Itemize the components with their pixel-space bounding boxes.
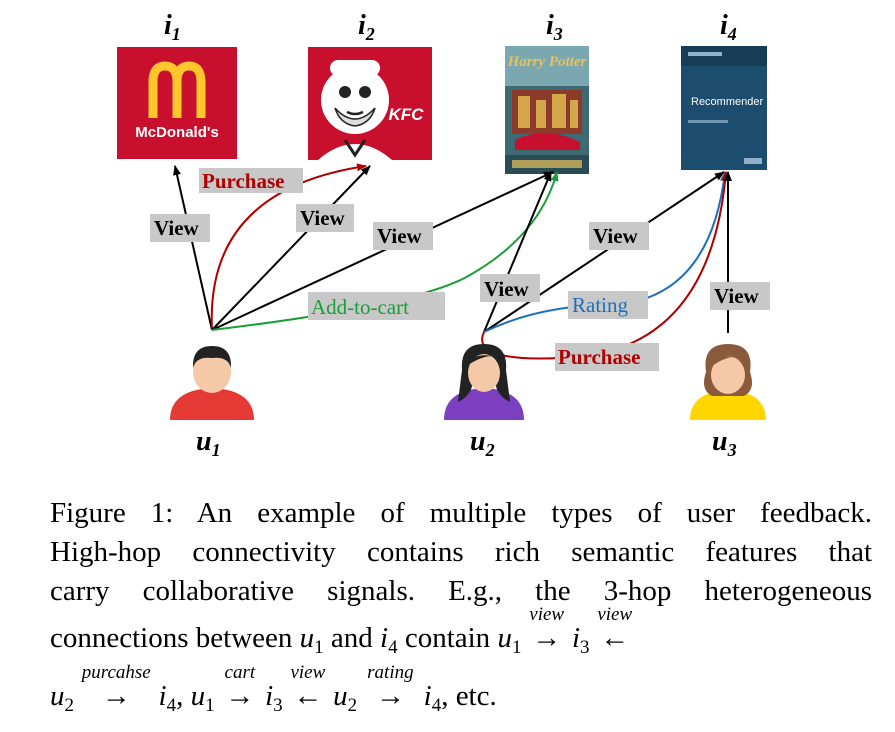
- user-avatar-u2: [444, 344, 524, 420]
- item-label-i1: i1: [164, 10, 181, 44]
- user-avatar-u1: [170, 346, 254, 420]
- kfc-logo: KFC: [308, 47, 432, 160]
- edge-u2-i3-view: [483, 171, 552, 333]
- caption-line-1: Figure 1: An example of multiple types o…: [50, 497, 872, 529]
- item-label-i3: i3: [546, 10, 563, 44]
- caption-line-5: u2 purcahse→ i4, u1 cart→ i3 view← u2 ra…: [50, 662, 497, 716]
- harry-potter-book-cover: Harry Potter: [505, 46, 589, 174]
- edge-u1-i2-view: [211, 165, 371, 331]
- edges: [173, 163, 732, 360]
- edge-u2-i4-view: [483, 171, 725, 333]
- item-label-i2: i2: [358, 10, 375, 44]
- recommender-systems-book-cover: Recommender Systems: [681, 46, 809, 170]
- mcdonalds-logo: McDonald's: [117, 47, 237, 159]
- user-avatar-u3: [690, 344, 766, 420]
- caption-line-4: connections between u1 and i4 contain u1…: [50, 604, 633, 658]
- edge-u1-i3-view: [211, 171, 554, 331]
- user-label-u1: u1: [196, 426, 221, 460]
- caption-line-2: High-hop connectivity contains rich sema…: [50, 536, 872, 568]
- caption-line-3: carry collaborative signals. E.g., the 3…: [50, 575, 872, 607]
- edge-label-view: View: [300, 206, 346, 230]
- edge-u1-i1-view: [173, 165, 213, 331]
- user-label-u3: u3: [712, 426, 737, 460]
- edge-label-purchase: Purchase: [558, 345, 640, 369]
- harry-potter-title: Harry Potter: [507, 54, 587, 70]
- edge-label-purchase: Purchase: [202, 169, 284, 193]
- figure-caption: Figure 1: An example of multiple types o…: [50, 494, 872, 725]
- edge-u1-i2-purchase: [210, 163, 367, 331]
- user-label-u2: u2: [470, 426, 495, 460]
- edge-label-view: View: [593, 224, 639, 248]
- edge-label-view: View: [484, 277, 530, 301]
- feedback-graph: i1 i2 i3 i4 McDonald's KFC Harry Potter: [117, 10, 809, 460]
- edge-label-view: View: [714, 284, 760, 308]
- item-label-i4: i4: [720, 10, 737, 44]
- edge-u2-i4-purchase: [481, 171, 730, 360]
- edge-label-view: View: [377, 224, 423, 248]
- mcdonalds-logo-text: McDonald's: [135, 124, 219, 141]
- kfc-logo-text: KFC: [389, 105, 425, 124]
- edge-label-view: View: [154, 216, 200, 240]
- edge-label-rating: Rating: [572, 293, 628, 317]
- edge-labels: View Purchase View View Add-to-cart View…: [150, 168, 770, 371]
- edge-label-add-to-cart: Add-to-cart: [311, 295, 409, 319]
- recommender-systems-title: Recommender Systems: [691, 96, 809, 108]
